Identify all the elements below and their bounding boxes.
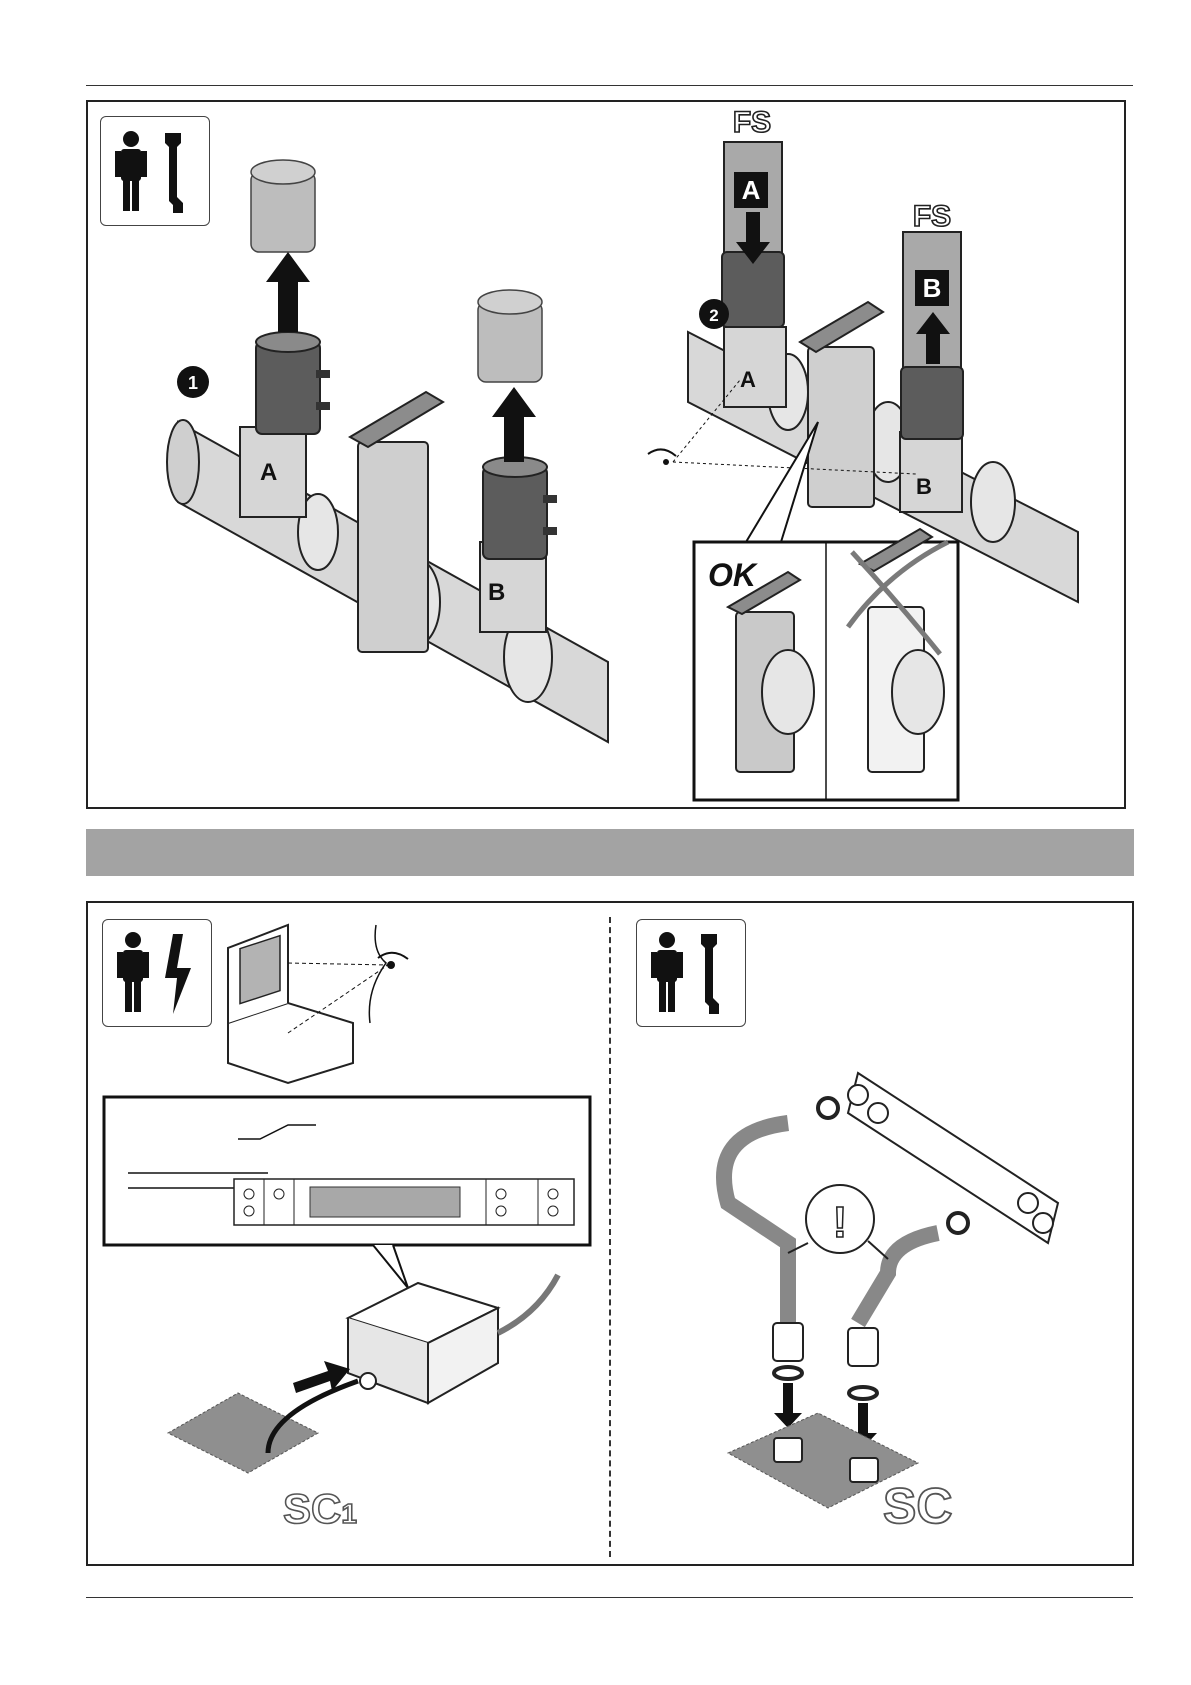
sc1-label: SC1 <box>283 1485 357 1532</box>
cap-b <box>478 290 542 382</box>
heat-exchanger <box>848 1073 1058 1243</box>
port-a-right-label: A <box>740 367 756 392</box>
fs-label-b: FS <box>913 200 951 233</box>
technician-wrench-badge <box>100 116 210 226</box>
port-b-right-label: B <box>916 474 932 499</box>
warning-symbol: ! <box>833 1198 848 1247</box>
header-rule <box>86 85 1133 86</box>
top-illustration-panel: 1 A B A FS B FS <box>86 100 1126 809</box>
footer-rule <box>86 1597 1133 1598</box>
section-band <box>86 829 1134 876</box>
sc-label: SC <box>883 1478 952 1534</box>
sc1-subscript: 1 <box>341 1498 357 1529</box>
junction-box-closed <box>348 1275 558 1403</box>
port-a-label: A <box>260 459 277 486</box>
flow-pipe-b-letter: B <box>923 273 942 303</box>
coupling-b <box>483 457 557 559</box>
arrow-icon <box>266 252 310 332</box>
top-illustration: 1 A B A FS B FS <box>88 102 1124 807</box>
floor-area-sc1 <box>168 1381 358 1473</box>
technician-icon <box>115 131 147 211</box>
flow-pipe-a-letter: A <box>742 175 761 205</box>
arrow-icon <box>774 1383 802 1428</box>
wrench-icon <box>165 133 183 213</box>
hose-left <box>724 1123 788 1323</box>
step-1-number: 1 <box>188 373 198 393</box>
coupling-a <box>256 332 330 434</box>
cap-a <box>251 160 315 252</box>
eye-icon <box>648 449 676 465</box>
ok-label: OK <box>708 557 759 593</box>
hose-right <box>858 1233 938 1323</box>
terminal-callout <box>104 1097 590 1245</box>
port-b-label: B <box>488 579 505 606</box>
arrow-icon <box>492 387 536 462</box>
step-2-number: 2 <box>709 306 718 325</box>
bottom-illustration-panel: SC1 ! SC <box>86 901 1134 1566</box>
junction-box-open <box>228 925 353 1083</box>
fs-label-a: FS <box>733 106 771 139</box>
bottom-illustration: SC1 ! SC <box>88 903 1132 1564</box>
